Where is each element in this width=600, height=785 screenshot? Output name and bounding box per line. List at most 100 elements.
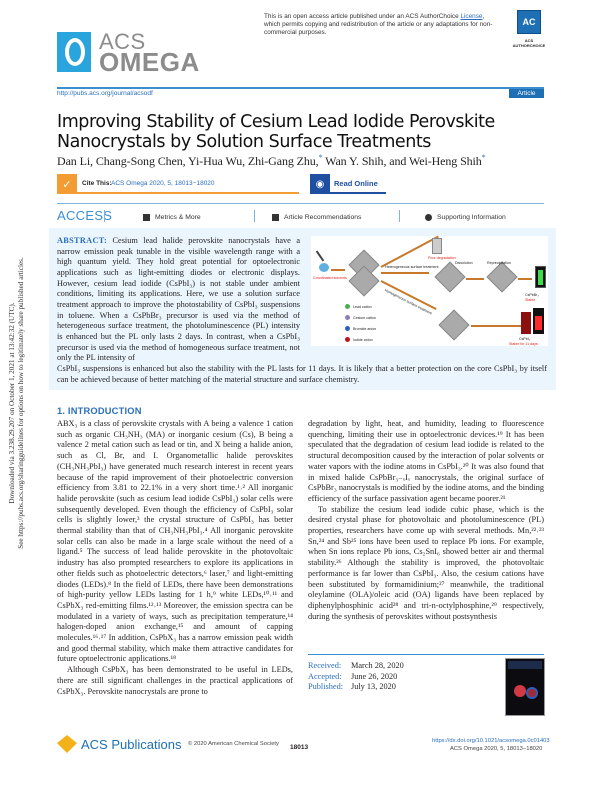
bar-chart-icon [143,214,150,221]
toc-graphic: Coordinated solvents Poor degradation He… [311,235,548,346]
product2-label: CsPbI₃ [519,337,531,341]
journal-cover-thumbnail[interactable] [505,658,545,716]
section-heading: 1. INTRODUCTION [57,406,142,416]
arrow [331,269,345,271]
abstract-continuation: CsPbI₃ suspensions is enhanced but also … [57,364,547,384]
journal-url-link[interactable]: http://pubs.acs.org/journal/acsodf [57,90,153,97]
arrow [381,272,429,274]
author-list: Dan Li, Chang-Song Chen, Yi-Hua Wu, Zhi-… [57,153,486,169]
authors-first: Dan Li, Chang-Song Chen, Yi-Hua Wu, Zhi-… [57,154,319,168]
info-icon [425,214,432,221]
received-date: March 28, 2020 [351,661,404,670]
supporting-label: Supporting Information [437,214,506,221]
droplet-icon [319,263,329,272]
article-title: Improving Stability of Cesium Lead Iodid… [57,112,495,152]
crystal-cube [438,309,470,341]
authors-second: Wan Y. Shih, and Wei-Heng Shih [322,154,482,168]
reprecipitation-label: Reprecipitation [487,261,511,265]
green-vial-icon [535,266,546,288]
journal-logo: ACS OMEGA [57,29,217,77]
heterogeneous-label: Heterogeneous surface treatment [385,265,439,269]
acs-publications-logo: ACS Publications [57,735,181,753]
doi-link[interactable]: https://dx.doi.org/10.1021/acsomega.0c01… [432,738,550,744]
arrow [380,235,439,268]
left-column: ABX₃ is a class of perovskite crystals w… [57,419,293,697]
received-label: Received: [308,661,342,670]
paragraph: ABX₃ is a class of perovskite crystals w… [57,419,293,664]
logo-omega: OMEGA [99,47,200,77]
sharing-guidelines[interactable]: See https://pubs.acs.org/sharingguidelin… [17,257,25,549]
solvent-label: Coordinated solvents [313,276,347,280]
cover-art [526,687,538,699]
poor-degradation-label: Poor degradation [428,256,456,260]
access-label: ACCESS [57,208,113,223]
bromide-anion-icon [345,326,350,331]
divider [399,210,400,222]
metrics-more-link[interactable]: Metrics & More [143,214,201,221]
abstract-text: ABSTRACT: Cesium lead halide perovskite … [57,236,300,364]
crystal-cube [434,261,466,293]
read-online-label: Read Online [334,179,378,188]
article-history: Received: March 28, 2020 Accepted: June 26… [308,661,404,693]
oa-text: This is an open access article published… [264,13,461,20]
arrow [466,278,484,280]
open-access-note: This is an open access article published… [264,13,499,37]
legend-item: Cesium cation [353,316,376,320]
publisher-name: ACS Publications [81,736,182,752]
product1-label: CsPbBr₃ [525,293,539,297]
corresponding-mark[interactable]: * [481,153,486,162]
red-vial-glow-icon [533,308,544,334]
divider [254,210,255,222]
page-number: 18013 [290,744,309,751]
arrow [518,278,532,280]
download-info: Downloaded via 3.238.29.207 on October 1… [8,302,16,504]
dissolution-label: Dissolution [455,261,473,265]
product1-note: Stable [525,298,536,302]
arrow [471,325,523,327]
supporting-information-link[interactable]: Supporting Information [425,214,506,221]
right-column: degradation by light, heat, and humidity… [308,419,544,622]
acs-diamond-icon [57,735,77,753]
red-vial-icon [521,312,531,334]
pipette-icon [315,250,325,262]
paragraph: To stabilize the cesium lead iodide cubi… [308,504,544,621]
cite-reference: ACS Omega 2020, 5, 18013−18020 [111,180,215,187]
abstract-body: Cesium lead halide perovskite nanocrysta… [57,236,300,363]
authorchoice-label: ACS AUTHORCHOICE [512,38,546,48]
document-icon [272,214,279,221]
crystal-cube [486,261,518,293]
cesium-cation-icon [345,315,350,320]
footer-citation: ACS Omega 2020, 5, 18013−18020 [450,746,543,752]
divider [57,203,544,204]
divider [104,210,105,222]
cover-header [508,661,542,669]
logo-ring-icon [57,32,91,72]
vial-icon [432,238,442,254]
legend-item: Bromide anion [353,327,377,331]
metrics-label: Metrics & More [155,214,201,221]
paragraph: Although CsPbX₃ has been demonstrated to… [57,665,293,696]
globe-icon: ◉ [310,174,330,194]
cover-art [514,685,526,697]
authorchoice-badge: AC [517,10,541,34]
license-link[interactable]: License [460,13,483,20]
divider [57,87,544,89]
accepted-date: June 26, 2020 [351,671,398,681]
corresponding-mark[interactable]: * [318,153,323,162]
recommendations-label: Article Recommendations [284,214,362,221]
legend-item: Iodide anion [353,338,373,342]
read-online-button[interactable]: ◉ Read Online [310,174,386,194]
download-note: Downloaded via 3.238.29.207 on October 1… [8,208,26,598]
arrow [380,280,437,311]
paragraph: degradation by light, heat, and humidity… [308,419,544,503]
divider [308,654,544,655]
article-recommendations-link[interactable]: Article Recommendations [272,214,361,221]
logo-acs: ACS [99,29,146,54]
product2-note: Stable for 11 days [509,342,538,346]
legend-item: Lead cation [353,305,372,309]
accepted-label: Accepted: [308,671,342,681]
article-type-badge: Article [509,89,544,98]
cite-this-button[interactable]: ✓ Cite This: ACS Omega 2020, 5, 18013−18… [57,174,299,194]
published-date: July 13, 2020 [351,682,396,692]
lead-cation-icon [345,304,350,309]
